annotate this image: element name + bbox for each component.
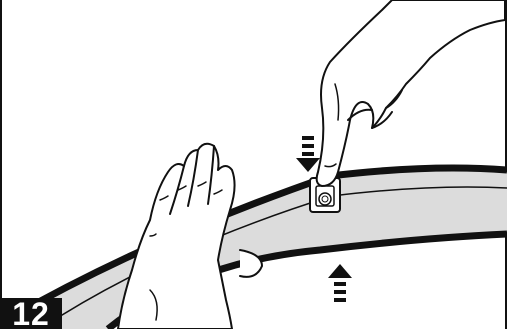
press-up-arrow-icon xyxy=(328,264,352,302)
hand-pointing-icon xyxy=(317,0,505,186)
press-down-arrow-icon xyxy=(296,136,320,172)
curved-strip xyxy=(10,168,507,329)
step-badge: 12 xyxy=(0,298,62,329)
step-number: 12 xyxy=(12,299,50,329)
